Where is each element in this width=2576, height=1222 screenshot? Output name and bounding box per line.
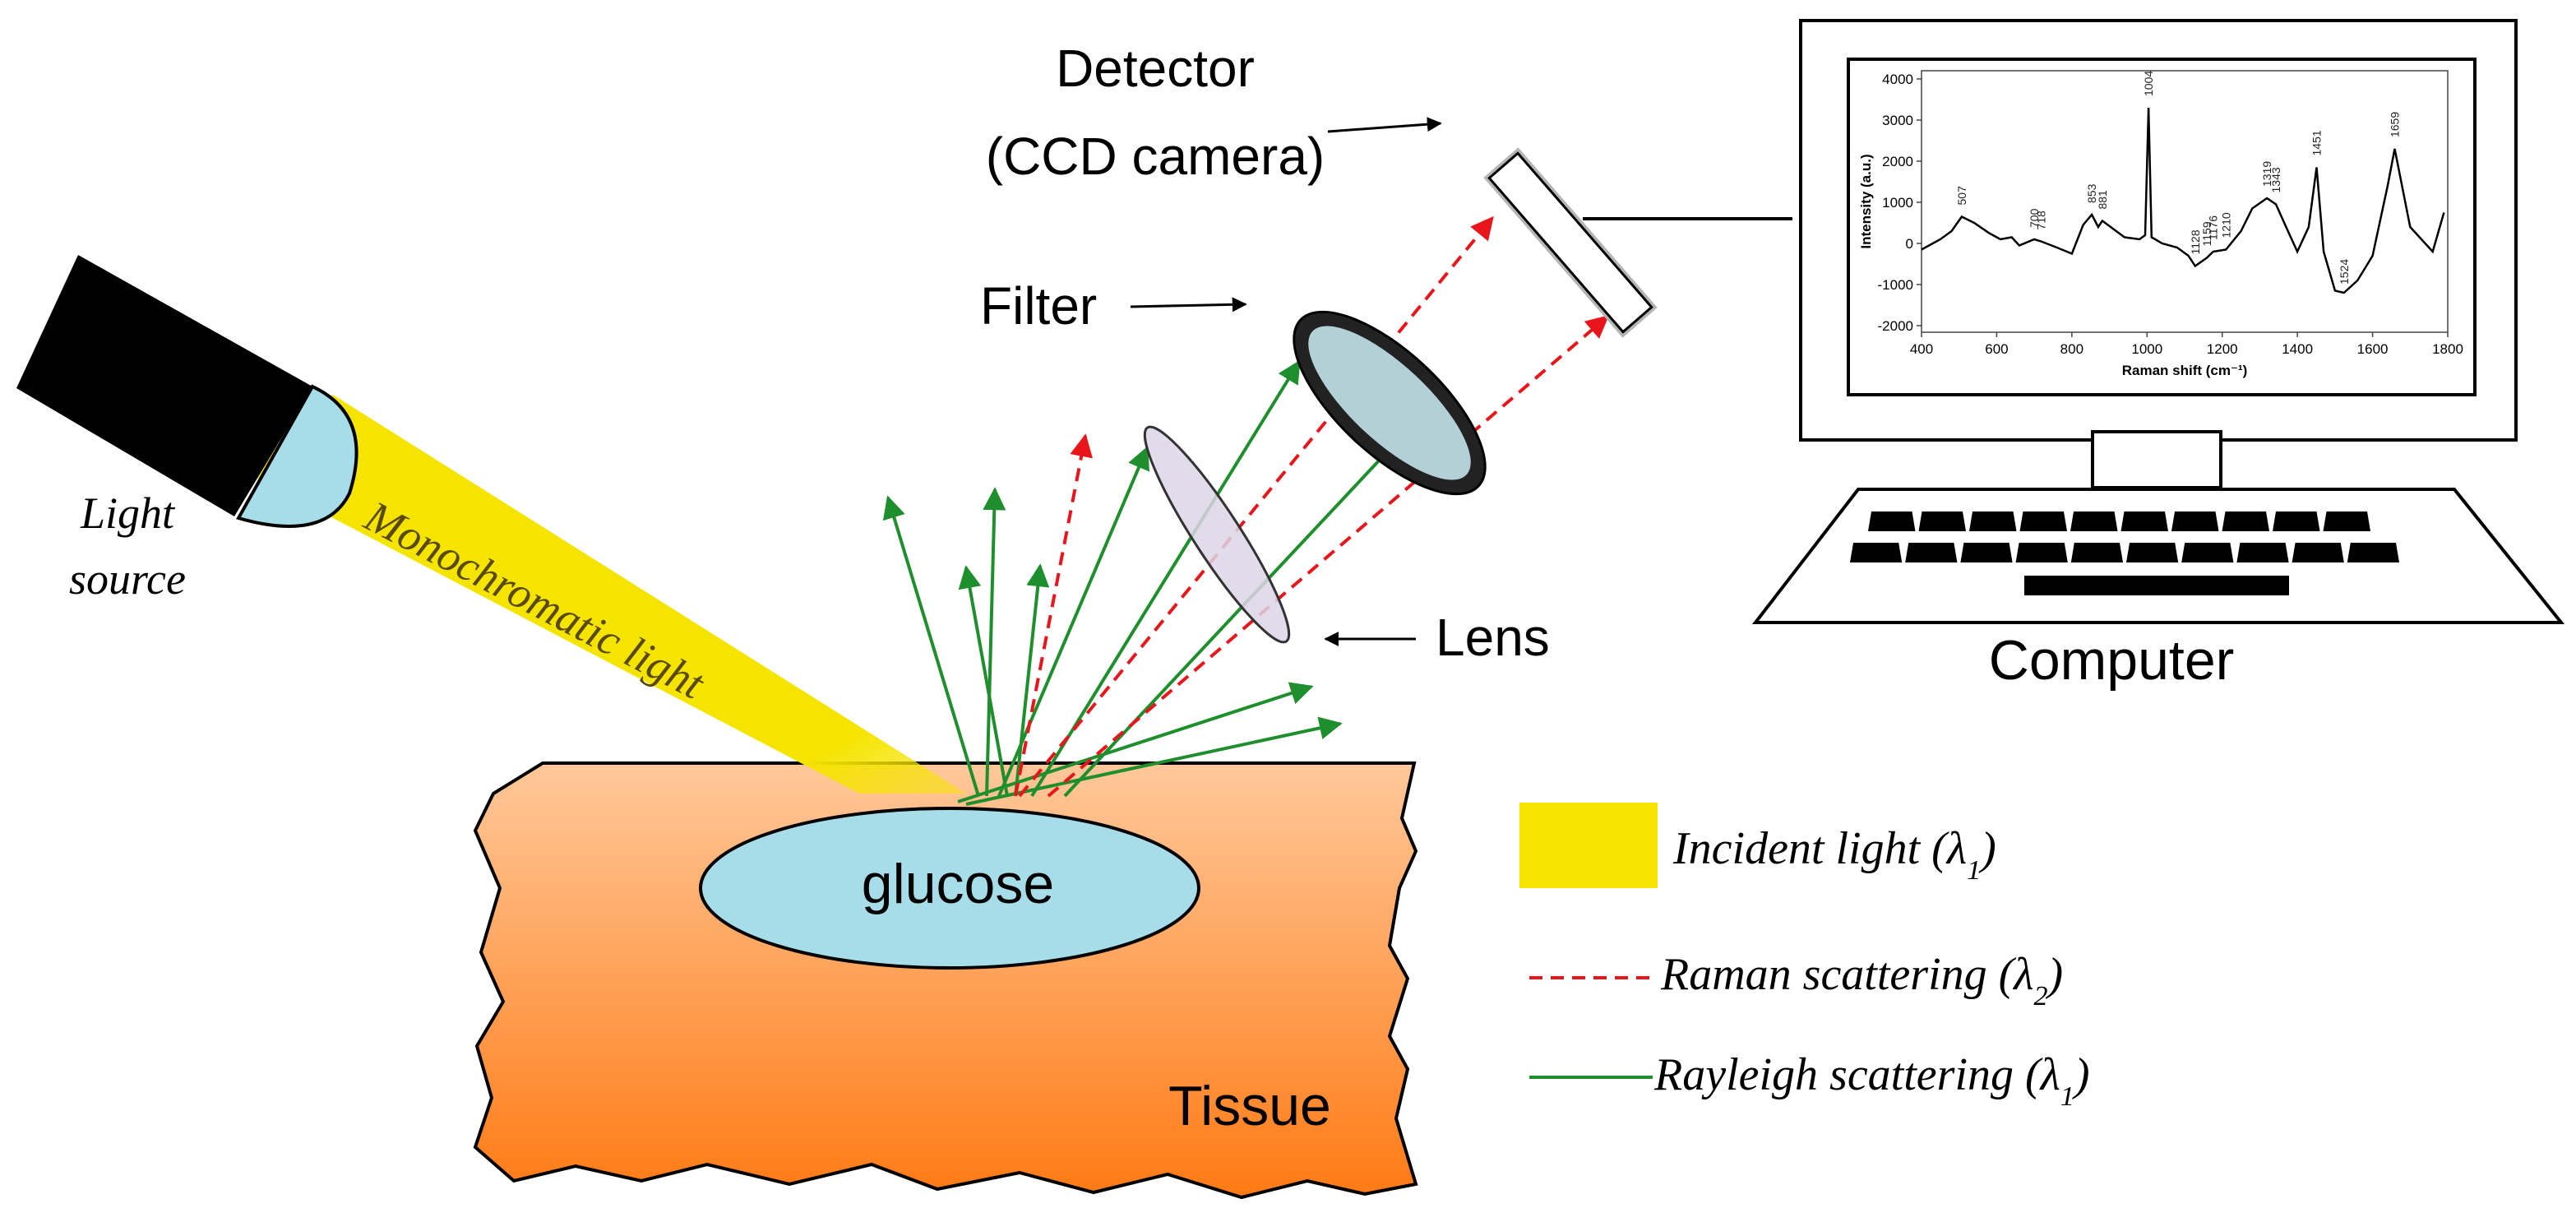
rayleigh-ray bbox=[882, 495, 980, 797]
tissue-label: Tissue bbox=[1168, 1075, 1331, 1137]
detector-pointer bbox=[1327, 117, 1442, 133]
y-tick-label: 2000 bbox=[1882, 154, 1913, 169]
legend-incident-swatch bbox=[1519, 803, 1658, 888]
filter bbox=[1293, 310, 1487, 496]
keyboard-key bbox=[2236, 543, 2289, 562]
light-source-lens bbox=[236, 384, 358, 528]
peak-label: 1319 bbox=[2260, 161, 2273, 187]
x-tick-label: 600 bbox=[1985, 341, 2008, 357]
light-source-label: Light bbox=[80, 488, 176, 538]
keyboard-key bbox=[1969, 511, 2017, 531]
y-tick-label: 0 bbox=[1906, 236, 1913, 252]
glucose-label: glucose bbox=[862, 853, 1054, 915]
x-tick-label: 1200 bbox=[2207, 341, 2238, 357]
peak-label: 507 bbox=[1955, 186, 1968, 206]
legend-incident-label: Incident light (λ1) bbox=[1672, 823, 1996, 886]
keyboard-key bbox=[1868, 511, 1916, 531]
x-tick-label: 1800 bbox=[2432, 341, 2463, 357]
lens-label: Lens bbox=[1436, 608, 1550, 667]
peak-label: 1210 bbox=[2219, 212, 2232, 238]
legend-raman-label: Raman scattering (λ2) bbox=[1660, 949, 2063, 1011]
peak-label: 1176 bbox=[2207, 215, 2220, 240]
y-tick-label: -1000 bbox=[1878, 277, 1913, 293]
y-tick-label: 1000 bbox=[1882, 195, 1913, 211]
x-tick-label: 1400 bbox=[2282, 341, 2313, 357]
peak-label: 853 bbox=[2085, 183, 2098, 203]
keyboard-key bbox=[1918, 511, 1966, 531]
keyboard-key bbox=[1850, 543, 1903, 562]
lens bbox=[1143, 425, 1291, 644]
rayleigh-ray bbox=[1030, 359, 1301, 798]
keyboard-key bbox=[2015, 543, 2068, 562]
computer-label: Computer bbox=[1989, 629, 2235, 692]
keyboard-key bbox=[2292, 543, 2344, 562]
raman-ray bbox=[1018, 215, 1494, 798]
incident-light-beam bbox=[247, 395, 966, 794]
raman-ray bbox=[1047, 315, 1610, 798]
rayleigh-ray bbox=[957, 682, 1314, 803]
keyboard-key bbox=[1960, 543, 2013, 562]
light-source bbox=[16, 255, 358, 528]
y-tick-label: 3000 bbox=[1882, 113, 1913, 128]
filter-pointer bbox=[1130, 297, 1247, 312]
x-tick-label: 800 bbox=[2060, 341, 2083, 357]
legend: Incident light (λ1) Raman scattering (λ2… bbox=[1519, 803, 2090, 1112]
peak-label: 1004 bbox=[2142, 71, 2155, 96]
keyboard-key bbox=[2222, 511, 2269, 531]
filter-glass bbox=[1308, 326, 1471, 480]
monitor-stand bbox=[2091, 430, 2222, 489]
detector-subtitle: (CCD camera) bbox=[986, 127, 1325, 186]
keyboard-key bbox=[2070, 511, 2118, 531]
glucose-region bbox=[699, 807, 1200, 970]
spectrum-line bbox=[1921, 107, 2445, 294]
y-tick-label: -2000 bbox=[1878, 318, 1913, 334]
keyboard-key bbox=[1905, 543, 1958, 562]
light-source-label-2: source bbox=[69, 554, 186, 604]
keyboard-key bbox=[2181, 543, 2234, 562]
keyboard-key bbox=[2171, 511, 2219, 531]
detector bbox=[1483, 147, 1658, 338]
rayleigh-ray bbox=[1014, 563, 1050, 797]
peak-label: 1451 bbox=[2310, 130, 2323, 155]
rayleigh-ray bbox=[965, 716, 1343, 806]
raman-spectrum-chart: 4000 3000 2000 1000 0 -1000 -2000 400 600 800 100… bbox=[1858, 70, 2463, 378]
x-tick-label: 1600 bbox=[2357, 341, 2389, 357]
spectrum-x-label: Raman shift (cm⁻¹) bbox=[2122, 363, 2248, 378]
rayleigh-ray bbox=[983, 487, 1006, 797]
keyboard-key bbox=[2273, 511, 2320, 531]
peak-label: 1524 bbox=[2338, 259, 2351, 285]
keyboard-key bbox=[2347, 543, 2399, 562]
rayleigh-ray bbox=[997, 446, 1150, 797]
keyboard-key bbox=[2126, 543, 2179, 562]
x-tick-label: 1000 bbox=[2131, 341, 2162, 357]
peak-label: 700 bbox=[2028, 208, 2041, 228]
peak-label: 718 bbox=[2034, 211, 2047, 230]
rayleigh-ray bbox=[1063, 429, 1408, 798]
detector-body bbox=[1487, 151, 1653, 334]
keyboard-key bbox=[2323, 511, 2370, 531]
peak-label: 1159 bbox=[2200, 221, 2213, 246]
light-source-housing bbox=[16, 255, 312, 516]
keyboard-key bbox=[2070, 543, 2123, 562]
keyboard-key bbox=[2019, 511, 2067, 531]
keyboard-key bbox=[2120, 511, 2168, 531]
x-tick-label: 400 bbox=[1910, 341, 1933, 357]
raman-ray bbox=[1014, 433, 1093, 797]
peak-label: 881 bbox=[2096, 190, 2109, 210]
peak-label: 1343 bbox=[2269, 167, 2282, 192]
spectrum-y-label: Intensity (a.u.) bbox=[1858, 154, 1874, 248]
y-tick-label: 4000 bbox=[1882, 72, 1913, 87]
peak-label: 1128 bbox=[2189, 229, 2202, 254]
legend-rayleigh-label: Rayleigh scattering (λ1) bbox=[1653, 1049, 2090, 1112]
rayleigh-ray bbox=[958, 565, 1009, 797]
plot-area bbox=[1921, 70, 2449, 333]
peak-label: 1659 bbox=[2389, 112, 2402, 137]
keyboard-spacebar bbox=[2024, 576, 2289, 595]
detector-label: Detector bbox=[1056, 39, 1255, 98]
filter-label: Filter bbox=[980, 276, 1097, 336]
